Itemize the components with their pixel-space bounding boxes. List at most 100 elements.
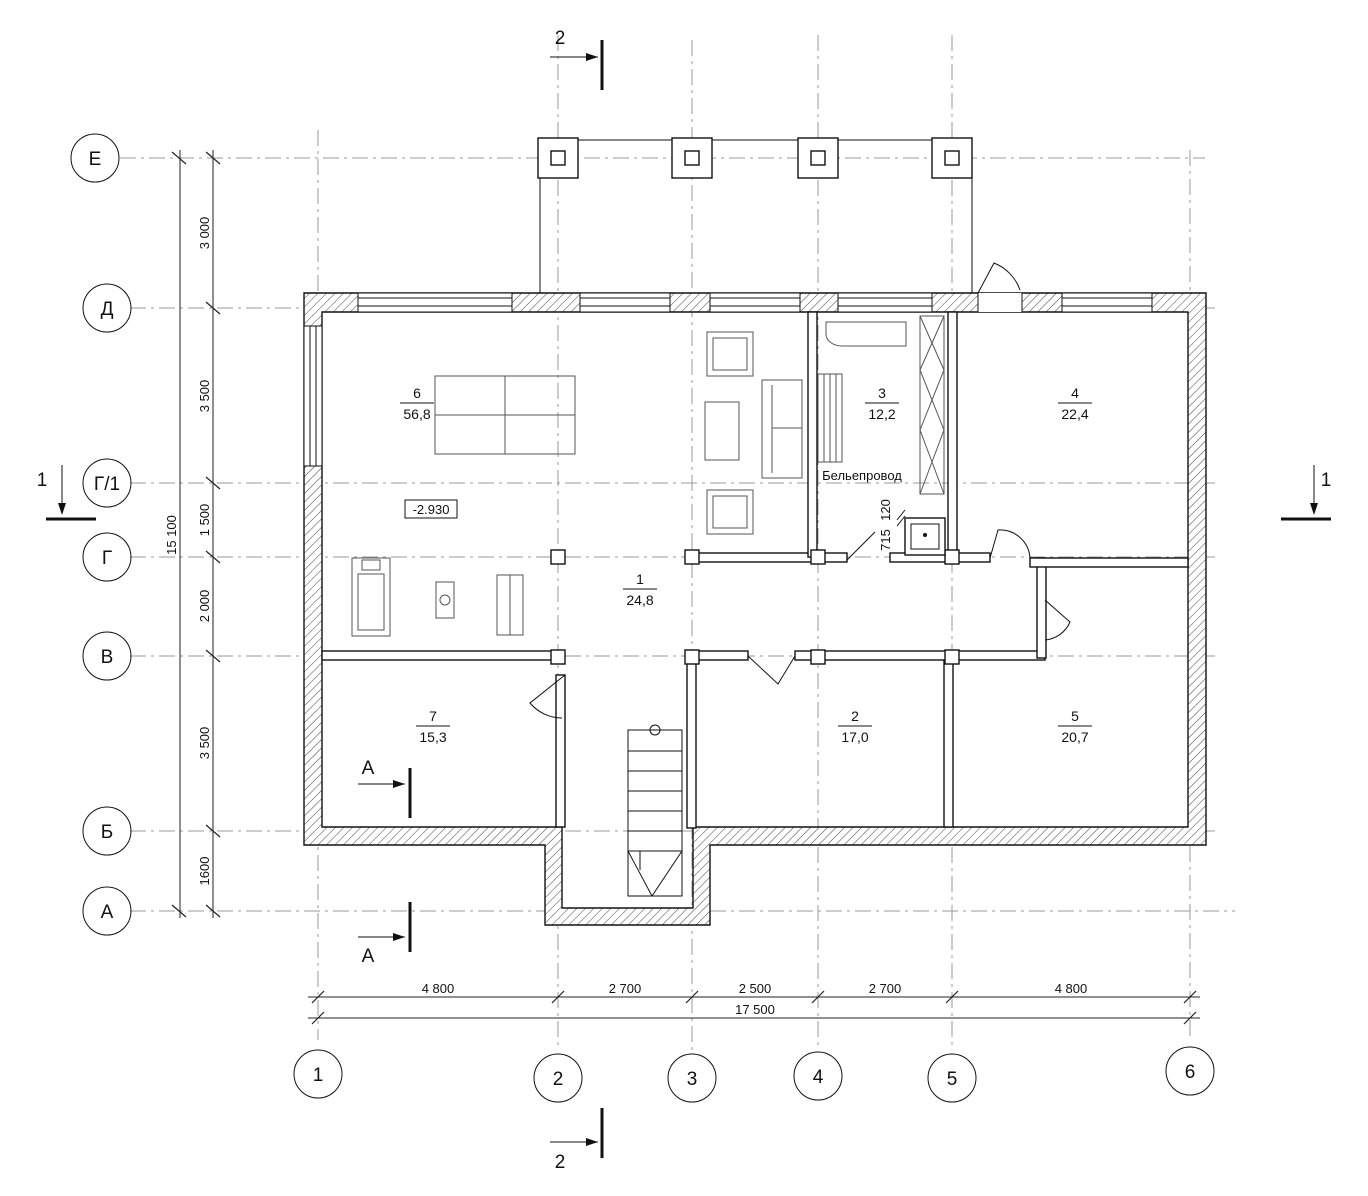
- axis-bubble-3: 3: [667, 1053, 717, 1103]
- dim-bottom-5: 4 800: [1055, 981, 1088, 996]
- svg-text:3: 3: [687, 1069, 698, 1090]
- dimensions-bottom: 4 800 2 700 2 500 2 700 4 800 17 500: [308, 981, 1200, 1025]
- axis-bubble-e: Е: [70, 133, 120, 183]
- room-number: 1: [636, 571, 644, 587]
- svg-text:Б: Б: [101, 822, 113, 843]
- room-number: 4: [1071, 385, 1079, 401]
- axis-bubble-b: Б: [82, 806, 132, 856]
- svg-text:Д: Д: [101, 299, 114, 320]
- axis-bubble-2: 2: [533, 1053, 583, 1103]
- coffee-table: [704, 401, 740, 461]
- windows-top: [357, 262, 1153, 313]
- dim-bottom-total: 17 500: [735, 1002, 775, 1017]
- local-dim-715: 715: [878, 529, 893, 551]
- dim-bottom-4: 2 700: [869, 981, 902, 996]
- chute-label: Бельепровод: [822, 468, 902, 483]
- svg-text:А: А: [362, 946, 375, 967]
- treadmill: [351, 557, 391, 637]
- svg-text:1: 1: [313, 1065, 324, 1086]
- room-area: 24,8: [626, 592, 653, 608]
- room-area: 12,2: [868, 406, 895, 422]
- axis-bubble-5: 5: [927, 1053, 977, 1103]
- dim-left-2: 3 500: [197, 380, 212, 413]
- stairs: [627, 724, 683, 897]
- dim-bottom-2: 2 700: [609, 981, 642, 996]
- axis-bubble-a: А: [82, 886, 132, 936]
- bathtub: [825, 321, 907, 347]
- room-area: 17,0: [841, 729, 868, 745]
- porch-column: [537, 137, 579, 179]
- dim-bottom-1: 4 800: [422, 981, 455, 996]
- svg-text:6: 6: [1185, 1062, 1196, 1083]
- section-a-bottom: А: [358, 902, 412, 967]
- room-label-6: 656,8: [400, 385, 434, 422]
- dim-left-1: 3 000: [197, 217, 212, 250]
- room-number: 7: [429, 708, 437, 724]
- dim-left-5: 3 500: [197, 727, 212, 760]
- section-2-top: 2: [550, 28, 604, 90]
- svg-text:2: 2: [553, 1069, 564, 1090]
- axis-bubble-g: Г: [82, 532, 132, 582]
- interior-walls: [321, 311, 1189, 829]
- svg-text:1: 1: [37, 470, 48, 491]
- sauna-bench: [817, 373, 843, 463]
- dim-left-6: 1600: [197, 857, 212, 886]
- weight-machine: [496, 574, 524, 636]
- axis-bubble-d: Д: [82, 283, 132, 333]
- svg-text:Г: Г: [102, 548, 112, 569]
- room-number: 6: [413, 385, 421, 401]
- grid-lines: [120, 35, 1235, 1050]
- svg-text:Е: Е: [89, 149, 102, 170]
- room-label-3: 312,2: [865, 385, 899, 422]
- porch: [537, 137, 973, 295]
- local-dim-120: 120: [878, 499, 893, 521]
- porch-column: [797, 137, 839, 179]
- room-number: 3: [878, 385, 886, 401]
- section-a-top: А: [358, 758, 412, 818]
- dim-left-4: 2 000: [197, 590, 212, 623]
- exercise-bike: [435, 581, 455, 619]
- section-markers: 2 2 1 1 А А: [37, 28, 1332, 1173]
- room-label-7: 715,3: [416, 708, 450, 745]
- axis-bubbles-horizontal: Е Д Г/1 Г В Б А: [70, 133, 132, 936]
- room-area: 56,8: [403, 406, 430, 422]
- axis-bubble-v: В: [82, 631, 132, 681]
- axis-bubbles-vertical: 1 2 3 4 5 6: [293, 1046, 1215, 1103]
- svg-text:4: 4: [813, 1067, 824, 1088]
- section-1-left: 1: [37, 465, 96, 521]
- armchair: [706, 331, 754, 377]
- dimensions-left: 3 000 3 500 1 500 2 000 3 500 1600 15 10…: [164, 150, 221, 918]
- axis-bubble-1: 1: [293, 1049, 343, 1099]
- room-label-1: 124,8: [623, 571, 657, 608]
- room-area: 20,7: [1061, 729, 1088, 745]
- porch-column: [671, 137, 713, 179]
- armchair: [706, 489, 754, 535]
- dim-left-total: 15 100: [164, 515, 179, 555]
- porch-column: [931, 137, 973, 179]
- svg-text:2: 2: [555, 1152, 566, 1173]
- room-area: 22,4: [1061, 406, 1088, 422]
- svg-text:2: 2: [555, 28, 566, 49]
- axis-bubble-g1: Г/1: [82, 458, 132, 508]
- svg-text:В: В: [101, 647, 114, 668]
- section-1-right: 1: [1281, 465, 1332, 521]
- section-2-bottom: 2: [550, 1108, 604, 1173]
- room-labels: 656,8 124,8 312,2 422,4 715,3 217,0 520,…: [400, 385, 1092, 745]
- axis-bubble-6: 6: [1165, 1046, 1215, 1096]
- room-label-2: 217,0: [838, 708, 872, 745]
- svg-text:А: А: [101, 902, 114, 923]
- room-label-5: 520,7: [1058, 708, 1092, 745]
- dim-left-3: 1 500: [197, 504, 212, 537]
- doors: [529, 529, 1071, 719]
- room-number: 5: [1071, 708, 1079, 724]
- sofa: [761, 379, 803, 479]
- axis-bubble-4: 4: [793, 1051, 843, 1101]
- dim-bottom-3: 2 500: [739, 981, 772, 996]
- svg-text:Г/1: Г/1: [94, 474, 120, 495]
- svg-text:1: 1: [1321, 470, 1332, 491]
- furniture: [351, 321, 907, 637]
- svg-text:5: 5: [947, 1069, 958, 1090]
- room-label-4: 422,4: [1058, 385, 1092, 422]
- exterior-wall: [303, 292, 1207, 926]
